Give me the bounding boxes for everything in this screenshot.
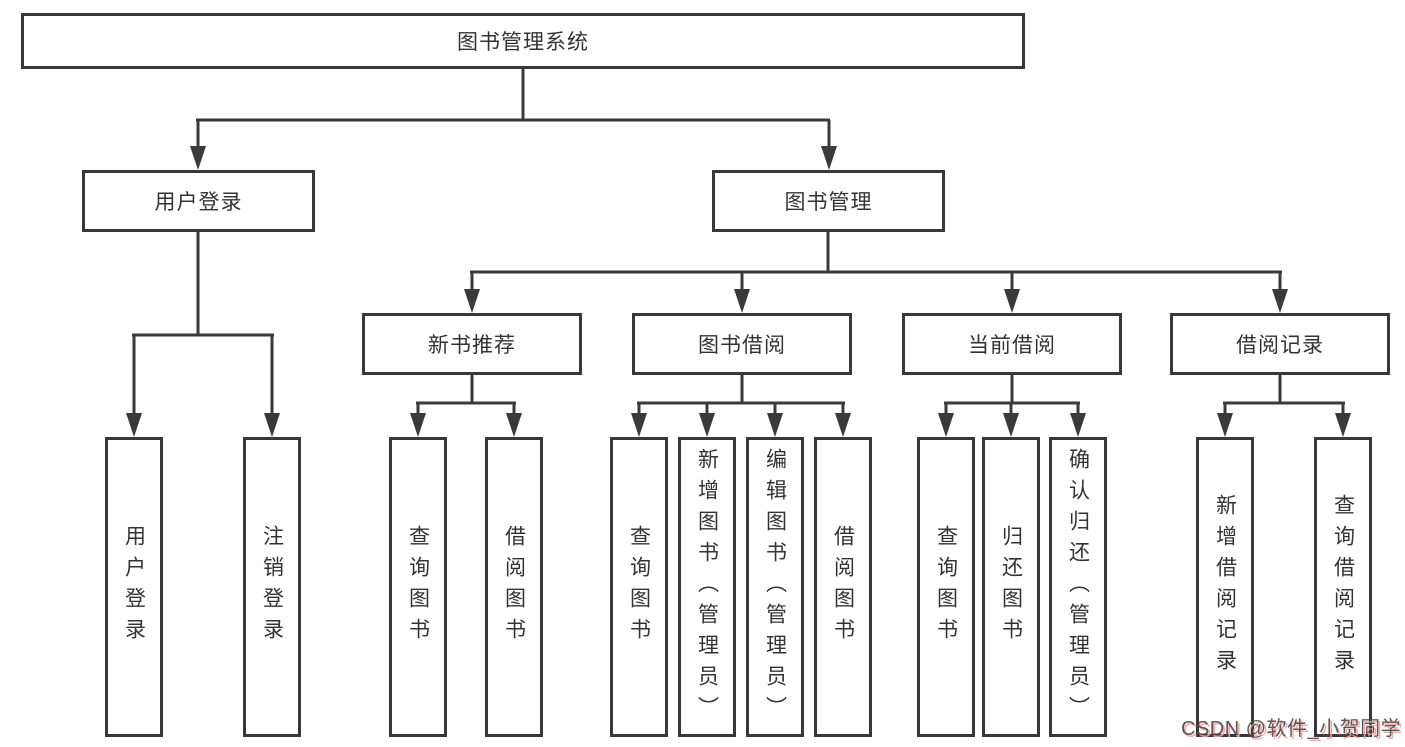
node-current-borrow: 当前借阅 xyxy=(902,313,1122,375)
leaf-return-books: 归还图书 xyxy=(982,437,1040,737)
leaf-borrow-books: 借阅图书 xyxy=(814,437,872,737)
leaf-edit-books-admin: 编辑图书（管理员） xyxy=(746,437,804,737)
leaf-user-login: 用户登录 xyxy=(105,437,163,737)
leaf-query-borrow-record: 查询借阅记录 xyxy=(1314,437,1372,737)
node-book-management: 图书管理 xyxy=(712,170,945,232)
leaf-logout: 注销登录 xyxy=(243,437,301,737)
leaf-confirm-return-admin: 确认归还（管理员） xyxy=(1049,437,1107,737)
leaf-query-books-recommend: 查询图书 xyxy=(389,437,447,737)
node-root-system: 图书管理系统 xyxy=(21,13,1025,69)
leaf-add-books-admin: 新增图书（管理员） xyxy=(678,437,736,737)
leaf-query-books-current: 查询图书 xyxy=(917,437,975,737)
node-borrow-records: 借阅记录 xyxy=(1170,313,1390,375)
node-user-login: 用户登录 xyxy=(82,170,315,232)
node-new-book-recommend: 新书推荐 xyxy=(362,313,582,375)
csdn-watermark: CSDN @软件_小贺同学 xyxy=(1181,718,1402,740)
leaf-add-borrow-record: 新增借阅记录 xyxy=(1196,437,1254,737)
node-book-borrow: 图书借阅 xyxy=(632,313,852,375)
leaf-query-books-borrow: 查询图书 xyxy=(610,437,668,737)
leaf-borrow-books-recommend: 借阅图书 xyxy=(485,437,543,737)
